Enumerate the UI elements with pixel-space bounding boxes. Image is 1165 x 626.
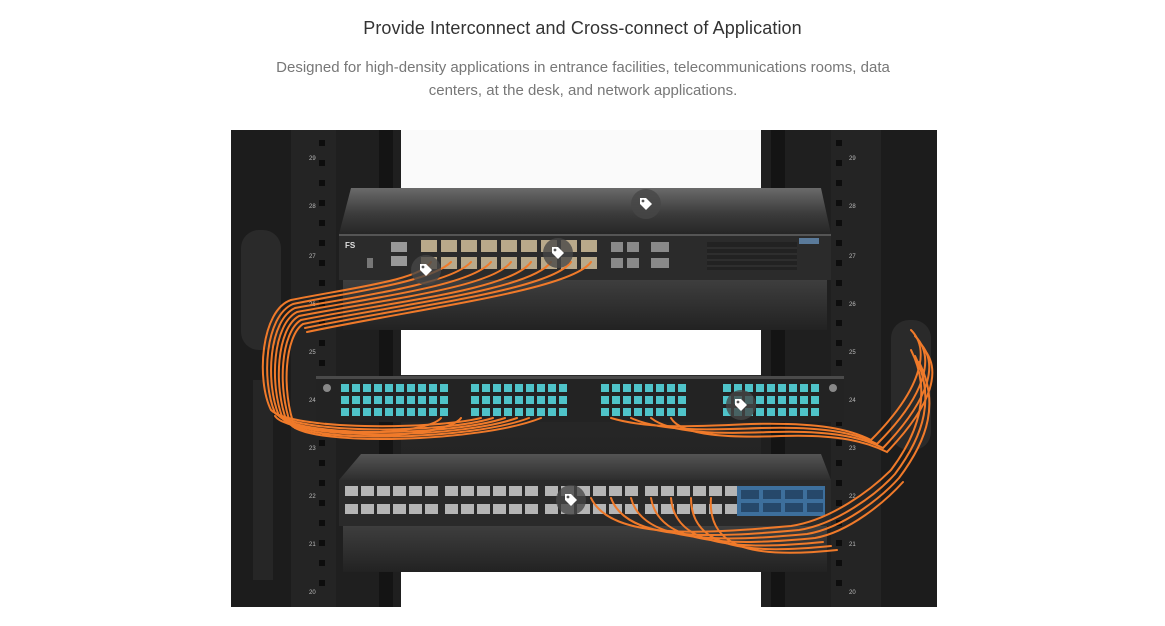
product-tag-bottom-switch-icon[interactable]: [556, 485, 586, 515]
rack-unit-label: 29: [849, 156, 856, 162]
product-tag-patch-cables-icon[interactable]: [543, 238, 573, 268]
section-description: Designed for high-density applications i…: [276, 59, 890, 99]
rack-unit-label: 22: [849, 494, 856, 500]
fiber-patch-cables: [261, 261, 934, 554]
rack-unit-label: 25: [309, 350, 316, 356]
product-tag-cassette-icon[interactable]: [726, 390, 756, 420]
rack-unit-label: 26: [849, 302, 856, 308]
fiber-cassette-panel: [316, 376, 844, 422]
rack-unit-label: 24: [309, 398, 316, 404]
rack-unit-label: 22: [309, 494, 316, 500]
rack-unit-label: 20: [309, 590, 316, 596]
rack-product-photo: 29 28 27 26 25 24 23 22 21 20 29 28 27 2…: [231, 130, 937, 607]
product-tag-switch-ports-icon[interactable]: [411, 255, 441, 285]
rack-unit-label: 23: [309, 446, 316, 452]
rack-illustration: 29 28 27 26 25 24 23 22 21 20 29 28 27 2…: [231, 130, 937, 607]
rack-unit-label: 29: [309, 156, 316, 162]
product-tag-switch-top-icon[interactable]: [631, 189, 661, 219]
bottom-switch: [339, 454, 831, 526]
rack-unit-label: 27: [849, 254, 856, 260]
rack-unit-label: 27: [309, 254, 316, 260]
rack-unit-label: 24: [849, 398, 856, 404]
rack-unit-label: 28: [849, 204, 856, 210]
rack-shelf: [343, 280, 827, 330]
rack-unit-label: 23: [849, 446, 856, 452]
brand-logo: FS: [345, 241, 356, 250]
rack-unit-label: 28: [309, 204, 316, 210]
section-title: Provide Interconnect and Cross-connect o…: [363, 18, 802, 38]
rack-unit-label: 21: [849, 542, 856, 548]
rack-unit-label: 21: [309, 542, 316, 548]
rack-unit-label: 20: [849, 590, 856, 596]
rack-unit-label: 25: [849, 350, 856, 356]
